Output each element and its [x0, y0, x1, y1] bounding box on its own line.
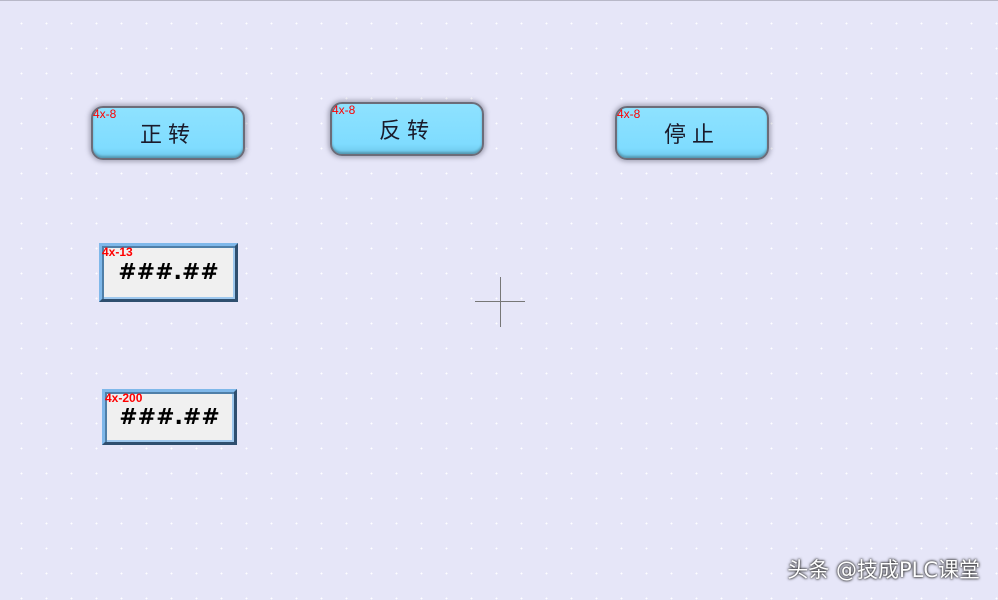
stop-button[interactable]: 4x-8 停止	[615, 106, 769, 160]
button-label: 反转	[378, 119, 435, 144]
numeric-display-4x-13[interactable]: 4x-13 ###.##	[99, 243, 238, 302]
reverse-button[interactable]: 4x-8 反转	[330, 102, 484, 156]
numeric-value: ###.##	[118, 260, 219, 285]
numeric-display-4x-200[interactable]: 4x-200 ###.##	[102, 389, 237, 445]
forward-button[interactable]: 4x-8 正转	[91, 106, 245, 160]
numeric-value: ###.##	[119, 404, 220, 430]
address-tag: 4x-200	[105, 391, 143, 405]
crosshair-cursor-vertical	[500, 277, 501, 327]
button-label: 停止	[663, 123, 720, 148]
address-tag: 4x-13	[102, 245, 133, 259]
button-label: 正转	[139, 123, 196, 148]
address-tag: 4x-8	[93, 107, 117, 121]
watermark: 头条 @技成PLC课堂	[787, 558, 980, 582]
address-tag: 4x-8	[332, 103, 356, 117]
address-tag: 4x-8	[617, 107, 641, 121]
